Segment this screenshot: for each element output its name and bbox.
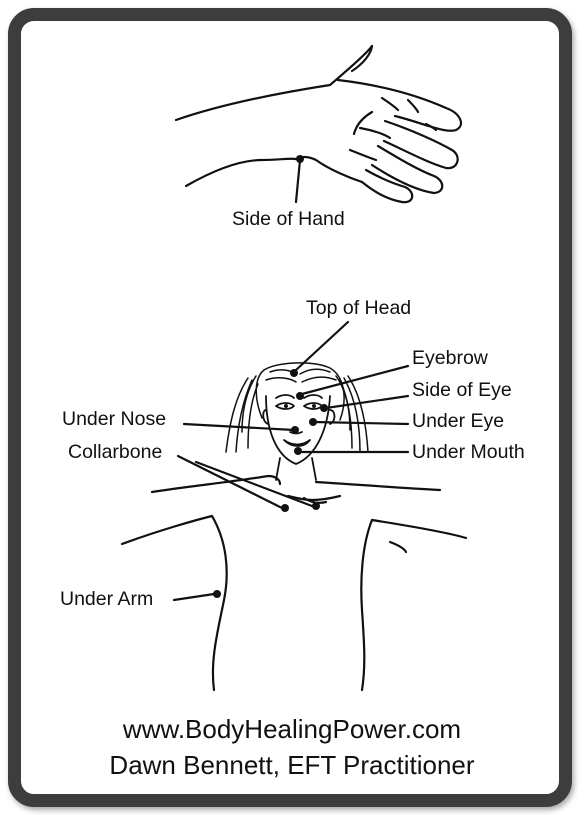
- eyebrow-label: Eyebrow: [412, 349, 488, 369]
- website-url: www.BodyHealingPower.com: [0, 716, 584, 742]
- under-arm-label: Under Arm: [60, 590, 153, 610]
- collarbone-pointer: [178, 456, 320, 512]
- under-arm-pointer: [174, 590, 221, 600]
- practitioner-credit: Dawn Bennett, EFT Practitioner: [0, 752, 584, 778]
- collarbone-label: Collarbone: [68, 443, 162, 463]
- head-drawing: [226, 363, 368, 452]
- under-mouth-label: Under Mouth: [412, 443, 525, 463]
- hand-drawing: [176, 46, 461, 202]
- under-nose-label: Under Nose: [62, 410, 166, 430]
- under-eye-label: Under Eye: [412, 412, 504, 432]
- top-of-head-label: Top of Head: [306, 299, 411, 319]
- side-of-eye-pointer: [320, 396, 408, 412]
- body-drawing: [122, 476, 466, 690]
- side-of-hand-label: Side of Hand: [232, 210, 345, 230]
- side-of-hand-pointer: [296, 155, 304, 202]
- side-of-eye-label: Side of Eye: [412, 381, 512, 401]
